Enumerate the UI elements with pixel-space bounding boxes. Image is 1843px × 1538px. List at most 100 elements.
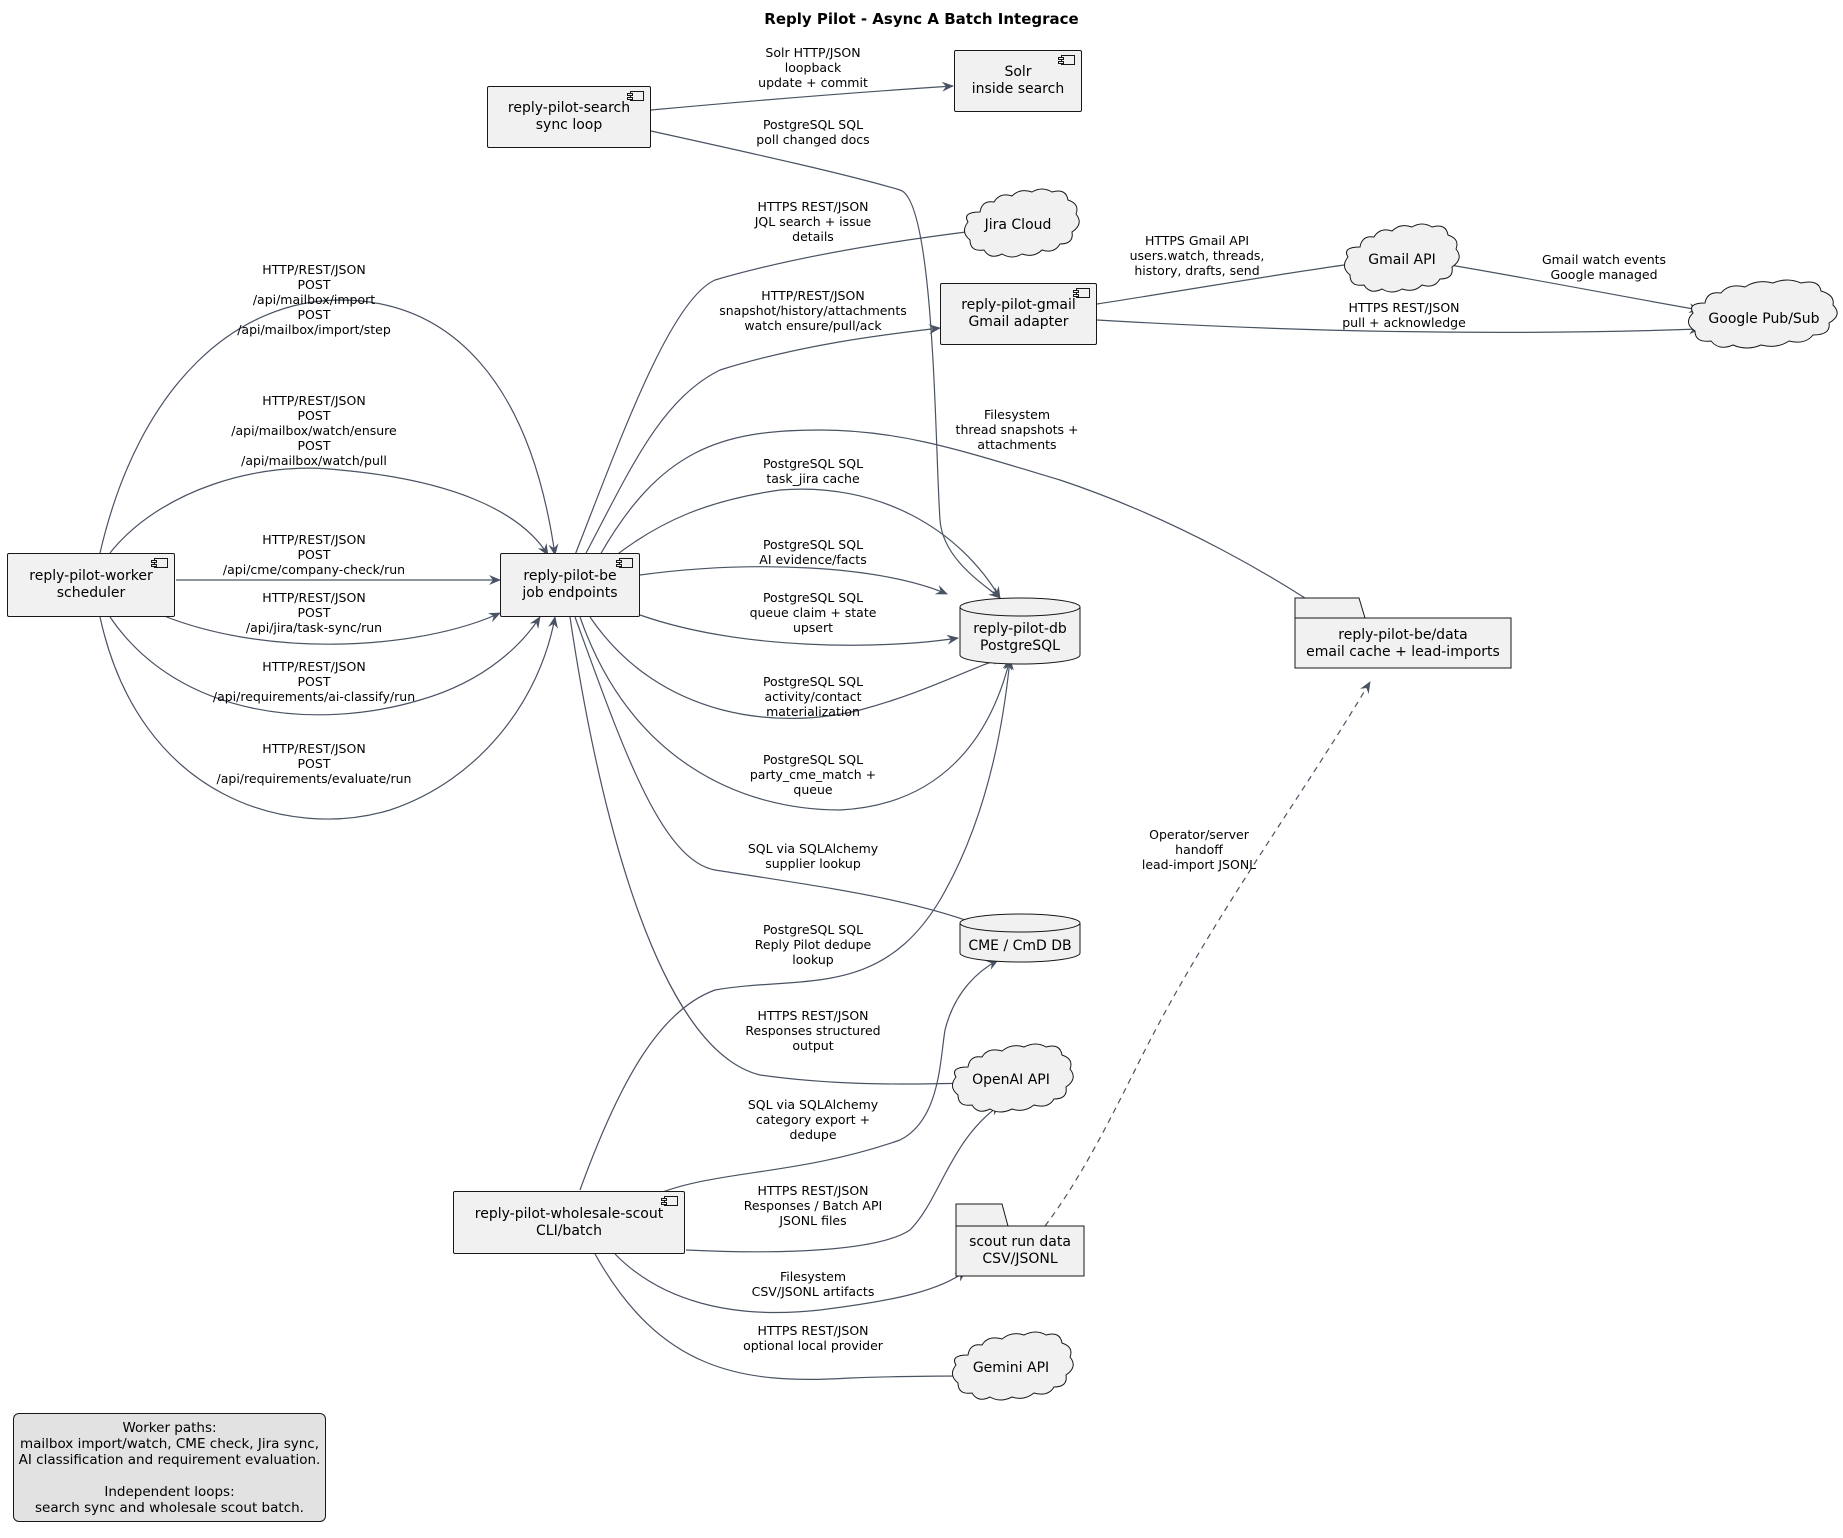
gmail-api-cloud-shape — [1344, 223, 1460, 293]
edge-worker-be-import — [99, 299, 559, 556]
node-label: reply-pilot-db — [973, 621, 1067, 637]
edge-worker-be-evaluate — [99, 616, 558, 820]
node-label: reply-pilot-wholesale-scout — [474, 1205, 664, 1222]
component-icon — [1073, 288, 1090, 298]
edge-gmailapi-pubsub — [1449, 264, 1701, 314]
edge-be-db-queue — [639, 614, 959, 646]
note-line: mailbox import/watch, CME check, Jira sy… — [19, 1436, 320, 1452]
edge-worker-be-watch — [109, 467, 549, 556]
edge-be-gmailadapter — [584, 324, 941, 556]
node-cme-db[interactable]: CME / CmD DB — [960, 932, 1080, 960]
node-label: Gmail API — [1368, 251, 1436, 268]
edge-be-db-partycme — [579, 616, 1013, 811]
edge-be-openai — [569, 616, 967, 1089]
edge-gmailadapter-pubsub — [1096, 319, 1701, 335]
scoutdata-folder-shape — [955, 1203, 1085, 1277]
node-label: Jira Cloud — [984, 216, 1052, 233]
edge-scout-scoutdata — [614, 1253, 967, 1314]
node-scout-data[interactable]: scout run data CSV/JSONL — [956, 1229, 1084, 1273]
edge-scout-openai — [685, 1104, 1001, 1253]
node-label: scout run data — [969, 1234, 1071, 1250]
bedata-folder-shape — [1294, 597, 1512, 669]
component-icon — [661, 1196, 678, 1206]
node-label: reply-pilot-gmail — [961, 297, 1076, 313]
jira-cloud-shape — [964, 188, 1080, 258]
node-pubsub[interactable]: Google Pub/Sub — [1694, 299, 1834, 339]
node-db[interactable]: reply-pilot-db PostgreSQL — [960, 618, 1080, 658]
edge-search-db — [650, 130, 1001, 599]
component-icon — [627, 91, 644, 101]
node-label: Gemini API — [972, 1359, 1050, 1376]
node-worker[interactable]: reply-pilot-worker scheduler — [7, 553, 175, 617]
node-sublabel: sync loop — [535, 117, 603, 133]
edge-be-db-taskjira — [609, 488, 1001, 599]
gemini-cloud-shape — [952, 1331, 1074, 1401]
node-search[interactable]: reply-pilot-search sync loop — [487, 86, 651, 148]
component-icon — [616, 558, 633, 568]
node-label: reply-pilot-be/data — [1338, 627, 1468, 643]
node-sublabel: CLI/batch — [536, 1222, 602, 1239]
legend-note: Worker paths: mailbox import/watch, CME … — [13, 1413, 326, 1522]
node-label: reply-pilot-be — [523, 568, 617, 584]
note-line: Independent loops: — [104, 1484, 235, 1500]
node-be-data[interactable]: reply-pilot-be/data email cache + lead-i… — [1295, 622, 1511, 666]
node-gemini[interactable]: Gemini API — [956, 1348, 1066, 1388]
node-openai[interactable]: OpenAI API — [956, 1060, 1066, 1100]
node-sublabel: Gmail adapter — [968, 314, 1069, 330]
edge-be-bedata — [599, 429, 1336, 619]
node-solr[interactable]: Solr inside search — [954, 50, 1082, 112]
edge-be-cmedb — [574, 616, 993, 931]
edge-worker-be-jira — [149, 609, 501, 645]
node-sublabel: CSV/JSONL — [982, 1251, 1058, 1267]
component-icon — [1058, 55, 1075, 65]
node-jira-cloud[interactable]: Jira Cloud — [966, 205, 1070, 245]
node-label: Solr — [1004, 64, 1032, 80]
edge-scoutdata-bedata — [1044, 681, 1371, 1227]
edge-scout-cmedb — [659, 959, 999, 1194]
node-be[interactable]: reply-pilot-be job endpoints — [500, 553, 640, 617]
node-label: OpenAI API — [972, 1071, 1050, 1088]
pubsub-cloud-shape — [1688, 279, 1838, 349]
edge-gmailadapter-gmailapi — [1096, 259, 1360, 305]
node-sublabel: email cache + lead-imports — [1306, 644, 1500, 660]
node-sublabel: job endpoints — [522, 585, 618, 601]
node-gmail-adapter[interactable]: reply-pilot-gmail Gmail adapter — [940, 283, 1097, 345]
node-scout[interactable]: reply-pilot-wholesale-scout CLI/batch — [453, 1191, 685, 1254]
component-icon — [151, 558, 168, 568]
note-spacer — [14, 1468, 325, 1484]
edge-be-db-aievidence — [639, 566, 948, 595]
node-gmail-api[interactable]: Gmail API — [1350, 240, 1454, 280]
cmedb-cylinder-shape — [959, 913, 1081, 963]
diagram-title: Reply Pilot - Async A Batch Integrace — [764, 10, 1079, 28]
node-sublabel: scheduler — [56, 585, 126, 601]
edge-scout-db — [579, 658, 1014, 1191]
note-line: search sync and wholesale scout batch. — [35, 1500, 304, 1516]
edge-scout-gemini — [594, 1253, 971, 1382]
node-sublabel: PostgreSQL — [980, 638, 1060, 654]
node-label: CME / CmD DB — [968, 937, 1072, 954]
node-label: Google Pub/Sub — [1708, 310, 1820, 327]
note-line: AI classification and requirement evalua… — [18, 1452, 321, 1468]
